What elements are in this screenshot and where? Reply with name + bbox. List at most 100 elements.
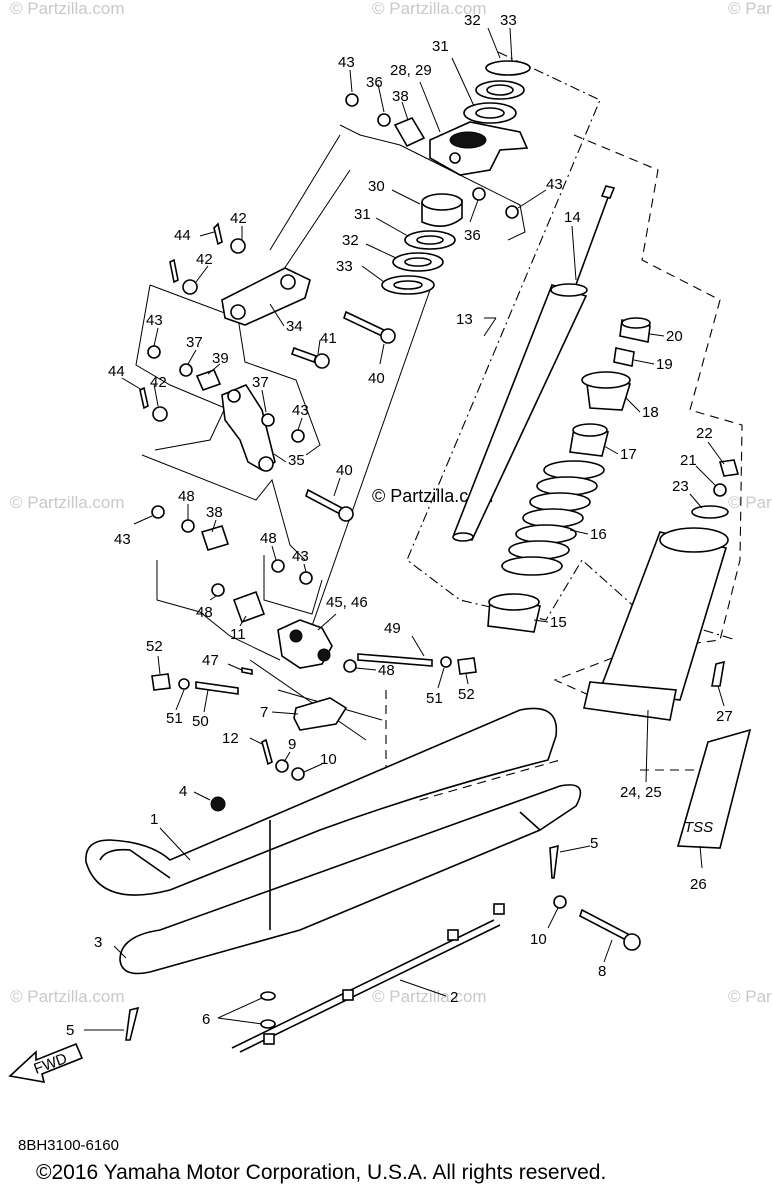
watermark-top-right: © Partzilla.com xyxy=(728,0,772,18)
part-48-d xyxy=(343,659,357,673)
callout-2: 2 xyxy=(450,989,458,1006)
callout-38-lower: 38 xyxy=(206,504,223,521)
strut-assembly xyxy=(452,185,616,542)
part-48-b xyxy=(271,559,285,573)
callout-4: 4 xyxy=(179,783,187,800)
callout-16: 16 xyxy=(590,526,607,543)
part-42-c xyxy=(152,406,168,422)
callout-52-right: 52 xyxy=(458,686,475,703)
callout-41: 41 xyxy=(320,330,337,347)
part-48-c xyxy=(211,583,225,597)
part-38-upper xyxy=(393,116,426,148)
strut-to-ski-line-a xyxy=(249,659,367,741)
upper-link-line-b xyxy=(281,169,351,273)
part-3-runner xyxy=(119,784,582,975)
part-5-stud-left xyxy=(125,1006,140,1041)
callout-35: 35 xyxy=(288,452,305,469)
callout-28-29: 28, 29 xyxy=(390,62,432,79)
part-52-left xyxy=(151,673,171,691)
part-33-top xyxy=(485,60,531,76)
watermark-top-center: © Partzilla.com xyxy=(372,0,487,18)
part-44-cotter-c xyxy=(139,386,149,410)
callout-3: 3 xyxy=(94,934,102,951)
callout-13: 13 xyxy=(456,311,473,328)
callout-31-lower: 31 xyxy=(354,206,371,223)
callout-37-upper: 37 xyxy=(186,334,203,351)
leader-lines xyxy=(84,27,725,1031)
part-19-stop xyxy=(613,347,635,367)
callout-12: 12 xyxy=(222,730,239,747)
frame-left-lower xyxy=(141,454,306,561)
callout-42-mid: 42 xyxy=(196,251,213,268)
boot-assembly xyxy=(583,459,740,721)
callout-36-right: 36 xyxy=(464,227,481,244)
callout-9: 9 xyxy=(288,736,296,753)
callout-7: 7 xyxy=(260,704,268,721)
part-26-decal: TSS xyxy=(676,728,752,849)
part-43-lower-right xyxy=(299,571,313,585)
copyright-notice: ©2016 Yamaha Motor Corporation, U.S.A. A… xyxy=(36,1161,607,1184)
part-9-nut xyxy=(275,759,289,773)
callout-44-lower: 44 xyxy=(108,363,125,380)
callout-47: 47 xyxy=(202,652,219,669)
callout-33-top: 33 xyxy=(500,12,517,29)
part-43-left xyxy=(147,345,161,359)
frame-lower-box xyxy=(156,560,281,661)
part-40-bolt-lower xyxy=(305,488,343,516)
part-32-lower xyxy=(392,252,444,272)
part-11-spacer xyxy=(232,590,266,624)
part-47-pin xyxy=(241,667,253,675)
part-2-wear-bar xyxy=(231,919,501,1053)
part-14-rod xyxy=(573,191,611,291)
decal-text: TSS xyxy=(684,819,713,836)
part-21-nut xyxy=(713,483,727,497)
part-31-lower xyxy=(404,230,456,250)
lower-arm xyxy=(139,345,354,522)
part-5-stud-right xyxy=(549,844,559,879)
callout-40-upper: 40 xyxy=(368,370,385,387)
reference-code: 8BH3100-6160 xyxy=(18,1137,119,1154)
part-41-bolt xyxy=(290,346,318,364)
watermark-top-left: © Partzilla.com xyxy=(10,0,125,18)
part-49-bolt xyxy=(357,653,433,667)
watermark-bottom-left: © Partzilla.com xyxy=(10,987,125,1006)
part-42-a xyxy=(230,238,246,254)
callout-22: 22 xyxy=(696,425,713,442)
upper-arm-link xyxy=(169,222,396,369)
callout-17: 17 xyxy=(620,446,637,463)
callout-23: 23 xyxy=(672,478,689,495)
callout-37-lower: 37 xyxy=(252,374,269,391)
callout-1: 1 xyxy=(150,811,158,828)
watermark-mid-left: © Partzilla.com xyxy=(10,493,125,512)
callout-39: 39 xyxy=(212,350,229,367)
callout-40-lower: 40 xyxy=(336,462,353,479)
callout-10-lower: 10 xyxy=(530,931,547,948)
part-39-collar xyxy=(195,368,222,392)
part-43-top-right xyxy=(505,205,519,219)
part-7-damper xyxy=(293,697,348,731)
part-44-cotter-b xyxy=(169,258,179,284)
callout-33-lower: 33 xyxy=(336,258,353,275)
part-37-upper xyxy=(179,363,193,377)
spring-stack xyxy=(487,317,651,633)
part-37-lower xyxy=(261,413,275,427)
watermark-center: © Partzilla.com xyxy=(372,486,493,506)
callout-48-b: 48 xyxy=(260,530,277,547)
callout-27: 27 xyxy=(716,708,733,725)
part-51-right xyxy=(440,656,452,668)
callout-26: 26 xyxy=(690,876,707,893)
part-22-nut xyxy=(718,459,740,477)
callout-43-lower-left: 43 xyxy=(114,531,131,548)
part-51-left xyxy=(178,678,190,690)
frame-right-lower xyxy=(263,555,323,615)
part-31-top xyxy=(463,102,517,124)
part-36-right xyxy=(472,187,486,201)
part-42-b xyxy=(182,279,198,295)
boundary-shock-assembly xyxy=(553,134,743,701)
callout-32-top: 32 xyxy=(464,12,481,29)
callout-45-46: 45, 46 xyxy=(326,594,368,611)
part-44-cotter-a xyxy=(213,222,223,246)
frame-left-middle xyxy=(135,284,226,451)
part-8-bolt xyxy=(579,908,629,942)
callout-42-lower: 42 xyxy=(150,374,167,391)
